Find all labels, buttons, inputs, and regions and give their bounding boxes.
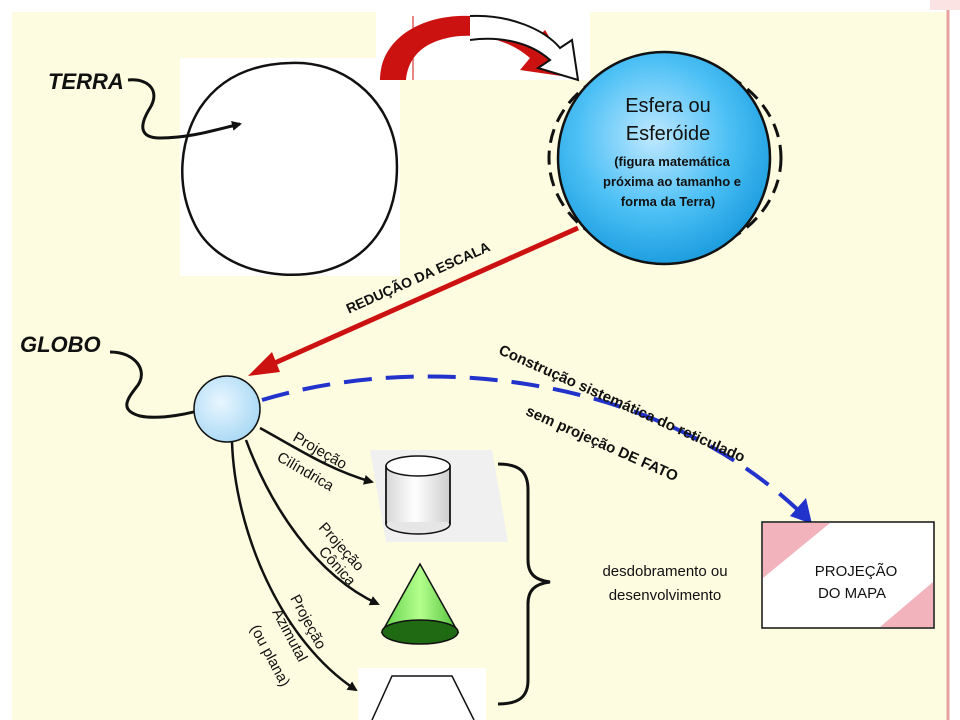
scale-reduction-arrowhead bbox=[248, 352, 280, 376]
terra-pointer-arrow bbox=[127, 78, 242, 140]
construction-arrowhead bbox=[790, 498, 812, 524]
globo-pointer-arrow bbox=[109, 350, 217, 419]
globe bbox=[193, 375, 261, 443]
map-projection-label-2: DO MAPA bbox=[818, 585, 886, 602]
sphere-desc-line3: forma da Terra) bbox=[621, 194, 715, 209]
construction-dashed-arrow bbox=[261, 374, 800, 512]
sphere-title-line1: Esfera ou bbox=[625, 95, 711, 117]
azimuthal-plane-icon bbox=[371, 675, 475, 720]
map-projection-label-1: PROJEÇÃO bbox=[815, 563, 898, 580]
unfolding-label-2: desenvolvimento bbox=[609, 587, 722, 604]
map-projection-box: PROJEÇÃO DO MAPA bbox=[761, 521, 935, 629]
sphere-desc-line1: (figura matemática bbox=[614, 154, 730, 169]
earth-outline bbox=[181, 61, 399, 276]
sphere-title-line2: Esferóide bbox=[626, 123, 711, 145]
frame-top-accent bbox=[930, 0, 960, 10]
azimuthal-projection-line bbox=[230, 441, 358, 692]
cone-icon bbox=[380, 562, 460, 645]
sphere bbox=[556, 50, 772, 266]
unfolding-label-1: desdobramento ou bbox=[602, 563, 727, 580]
globo-label: GLOBO bbox=[20, 332, 101, 357]
spheroid-dashed-outline bbox=[547, 58, 783, 258]
map-corner-top-left bbox=[763, 523, 830, 578]
conic-projection-line bbox=[244, 439, 380, 606]
sphere-desc-line2: próxima ao tamanho e bbox=[603, 174, 741, 189]
cylinder-icon bbox=[385, 455, 451, 535]
grouping-brace bbox=[497, 462, 551, 706]
cylindrical-projection-line bbox=[259, 426, 374, 485]
scale-reduction-arrow bbox=[266, 225, 580, 369]
map-corner-bottom-right bbox=[880, 582, 933, 627]
top-curved-arrow-white bbox=[469, 14, 580, 82]
terra-label: TERRA bbox=[48, 69, 124, 94]
top-curved-arrow-red bbox=[380, 15, 575, 80]
